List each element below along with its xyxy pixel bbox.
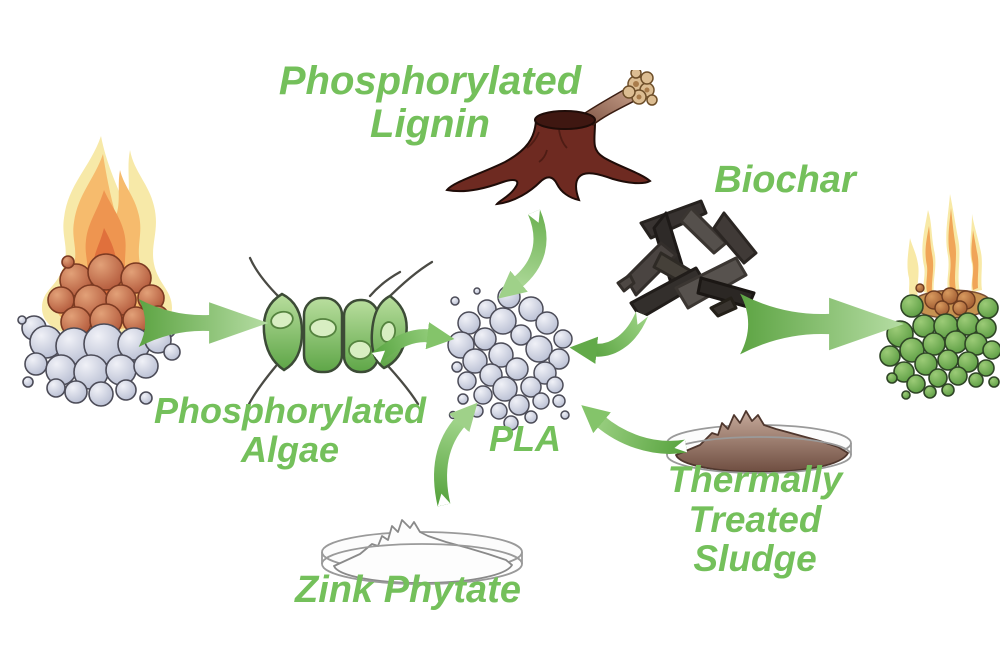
phosphorylated-algae-icon (246, 256, 434, 408)
zink-phytate-label: Zink Phytate (258, 570, 558, 611)
sludge-label-line3: Sludge (693, 538, 817, 580)
sludge-label-line1: Thermally (667, 459, 843, 500)
lignin-label-line1: Phosphorylated (278, 59, 582, 103)
pla-label: PLA (450, 418, 600, 459)
phosphorylated-lignin-stump-icon (445, 70, 658, 206)
biochar-label-text: Biochar (714, 159, 856, 201)
sludge-label-line2: Treated (688, 498, 822, 540)
arrow-lignin-to-pla-icon (498, 209, 547, 299)
pla-particle-cluster-icon (447, 285, 573, 431)
algae-label-line2: Algae (240, 428, 340, 470)
flame-retardant-pla-icon (879, 194, 1000, 400)
biochar-label: Biochar (685, 160, 885, 201)
biochar-shards-icon (616, 199, 758, 320)
zink-phytate-label-text: Zink Phytate (295, 569, 521, 611)
algae-label-line1: Phosphorylated (153, 390, 427, 431)
thermally-treated-sludge-label: Thermally Treated Sludge (630, 460, 880, 579)
phosphorylated-algae-label: Phosphorylated Algae (90, 390, 490, 470)
phosphorylated-lignin-label: Phosphorylated Lignin (230, 60, 630, 146)
lignin-label-line2: Lignin (370, 101, 490, 146)
pla-label-text: PLA (489, 418, 561, 459)
burning-pla-icon (17, 136, 181, 407)
zink-phytate-dish-icon (321, 519, 523, 585)
